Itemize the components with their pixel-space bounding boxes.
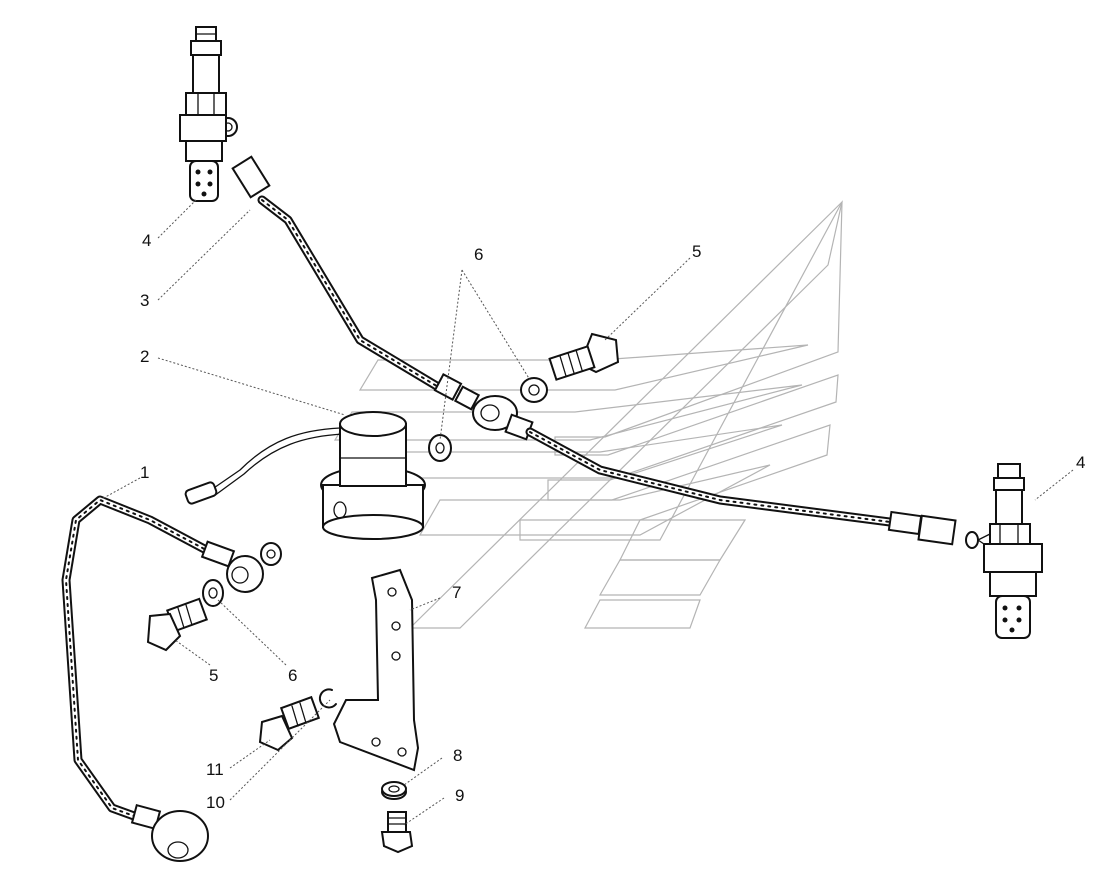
washer-10	[318, 688, 337, 709]
callout-labels: 1 2 3 4 4 5 5 6 6 7 8 9 10 11	[140, 231, 1085, 812]
sensor-2	[184, 411, 426, 540]
callout-4-right: 4	[1076, 453, 1085, 472]
washer-8	[381, 781, 407, 800]
bolt-11	[258, 695, 321, 752]
pipe-3	[231, 155, 979, 549]
glow-plug-right	[977, 463, 1043, 639]
callout-5-upper: 5	[692, 242, 701, 261]
callout-4-upper: 4	[142, 231, 151, 250]
callout-9: 9	[455, 786, 464, 805]
callout-5-lower: 5	[209, 666, 218, 685]
callout-8: 8	[453, 746, 462, 765]
bolt-9	[380, 811, 414, 854]
bolt-lower	[146, 597, 209, 652]
leader-lines	[99, 199, 1074, 826]
pipe-1	[61, 495, 264, 862]
washers-lower	[202, 542, 282, 607]
callout-7: 7	[452, 583, 461, 602]
callout-1: 1	[140, 463, 149, 482]
bolt-upper	[548, 332, 620, 381]
washers-upper	[428, 377, 548, 462]
callout-2: 2	[140, 347, 149, 366]
watermark-logo	[333, 200, 844, 629]
callout-3: 3	[140, 291, 149, 310]
callout-11: 11	[206, 760, 224, 779]
glow-plug-upper	[179, 26, 238, 202]
callout-10: 10	[206, 793, 225, 812]
callout-6-lower: 6	[288, 666, 297, 685]
callout-6-upper: 6	[474, 245, 483, 264]
bracket-7	[332, 568, 420, 772]
